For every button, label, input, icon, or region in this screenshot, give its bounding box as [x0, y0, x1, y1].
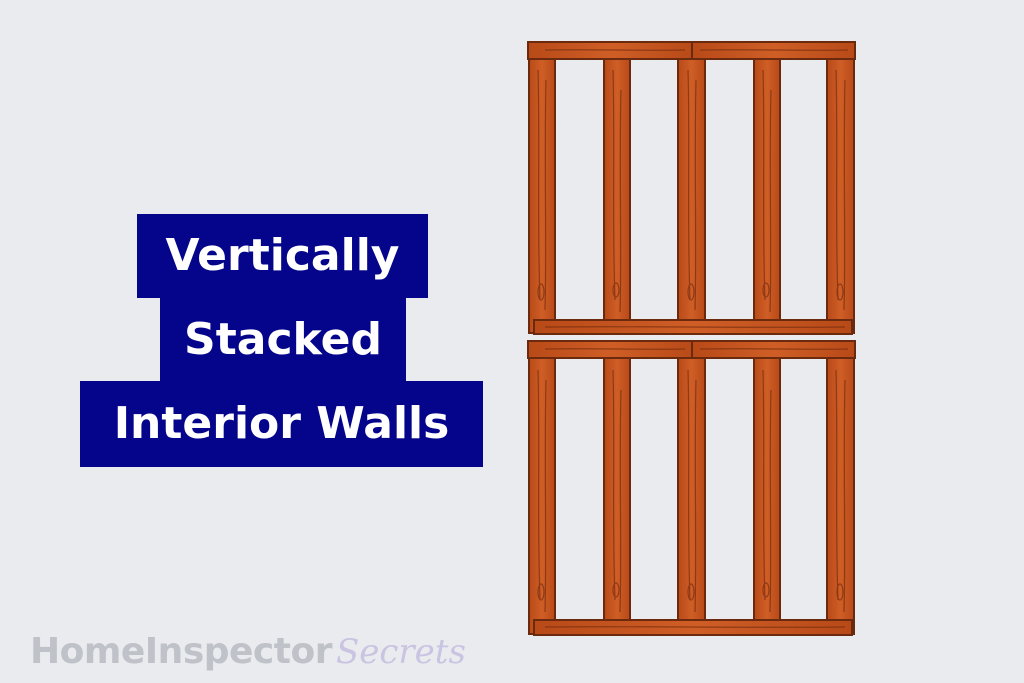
upper-wall-frame — [527, 41, 856, 335]
stud — [753, 353, 781, 635]
title-line-2: Stacked — [160, 298, 406, 382]
brand-watermark: HomeInspector Secrets — [30, 616, 466, 672]
wood-grain — [537, 49, 849, 628]
stud — [677, 54, 706, 334]
title-line-3: Interior Walls — [80, 381, 483, 467]
stud — [528, 54, 556, 334]
stud — [826, 54, 855, 334]
stud — [753, 54, 781, 334]
stud — [826, 353, 855, 635]
lower-wall-frame — [527, 340, 856, 636]
stud — [603, 353, 631, 635]
stud — [677, 353, 706, 635]
title-line-1: Vertically — [137, 214, 428, 298]
watermark-brand-text: HomeInspector — [30, 631, 332, 672]
stud — [603, 54, 631, 334]
watermark-script-text: Secrets — [335, 632, 466, 672]
stud — [528, 353, 556, 635]
